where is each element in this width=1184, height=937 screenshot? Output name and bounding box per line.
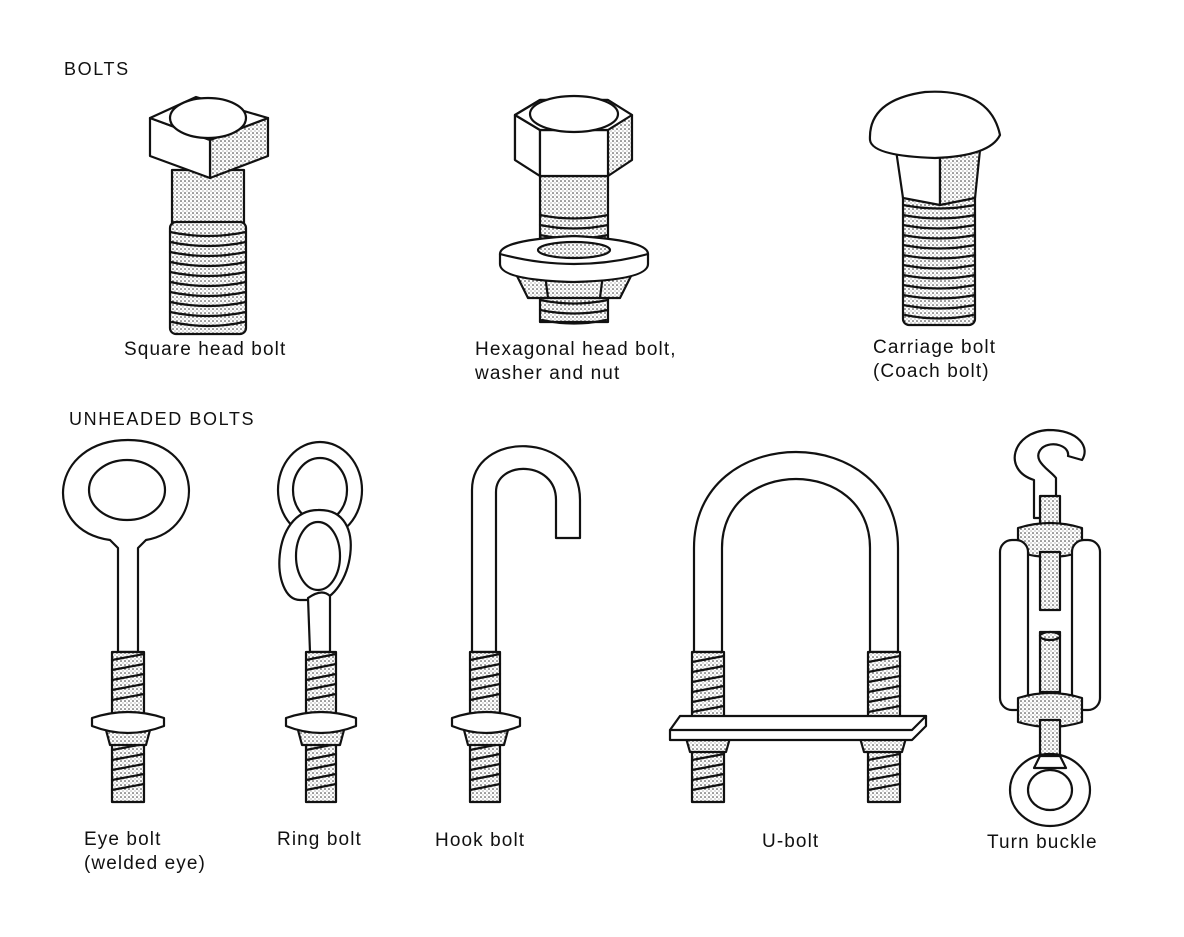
- hexagonal-head-bolt-label: Hexagonal head bolt,: [475, 339, 677, 360]
- carriage-bolt-label-line2: (Coach bolt): [873, 361, 990, 382]
- hook-bolt-drawing: [450, 445, 582, 804]
- hexagonal-head-bolt-drawing: [498, 94, 650, 325]
- ring-bolt-label: Ring bolt: [277, 829, 362, 850]
- bolts-heading: BOLTS: [64, 59, 130, 79]
- carriage-bolt-label: Carriage bolt: [873, 337, 997, 358]
- carriage-bolt-drawing: [868, 90, 1002, 327]
- turn-buckle-label: Turn buckle: [987, 832, 1098, 853]
- eye-bolt-drawing: [61, 438, 190, 804]
- turn-buckle-drawing: [998, 428, 1102, 828]
- hexagonal-head-bolt-label-line2: washer and nut: [475, 363, 621, 384]
- eye-bolt-label: Eye bolt: [84, 829, 162, 850]
- eye-bolt-label-line2: (welded eye): [84, 853, 206, 874]
- unheaded-bolts-heading: UNHEADED BOLTS: [69, 409, 256, 429]
- u-bolt-label: U-bolt: [762, 831, 820, 852]
- u-bolt-drawing: [668, 450, 928, 804]
- square-head-bolt-drawing: [148, 95, 270, 336]
- ring-bolt-drawing: [276, 440, 364, 804]
- hook-bolt-label: Hook bolt: [435, 830, 526, 851]
- square-head-bolt-label: Square head bolt: [124, 339, 287, 360]
